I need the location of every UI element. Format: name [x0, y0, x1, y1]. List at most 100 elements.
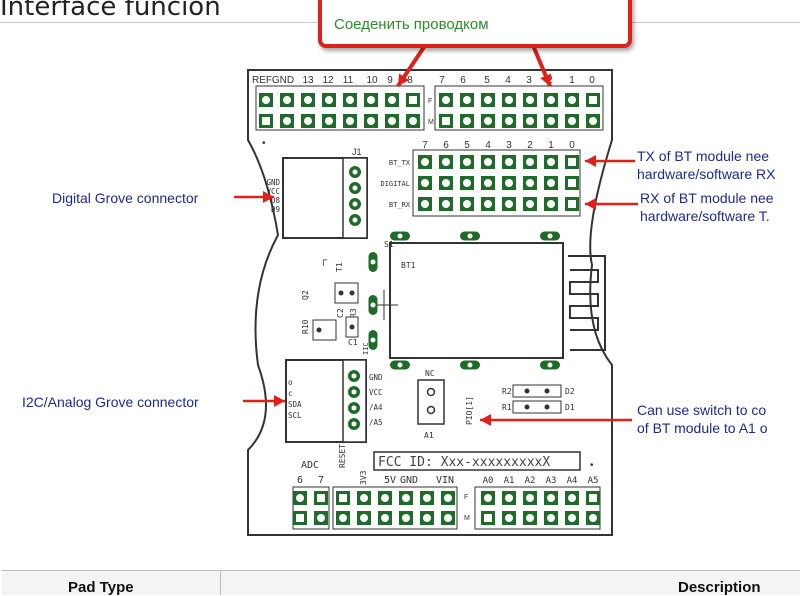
label-group: REFGND131211109876543210FM76543210BT_TXD… — [22, 75, 776, 522]
i2c-pin-label: /A5 — [369, 418, 383, 427]
pin-hole — [484, 494, 492, 502]
oval-pad-hole — [370, 337, 376, 343]
pin-hole — [283, 96, 291, 104]
mid-header-number: 6 — [443, 140, 449, 151]
s1-label: S1 — [384, 240, 394, 249]
pin-hole — [444, 494, 452, 502]
component-pad — [524, 388, 530, 394]
j1-pin-hole — [352, 217, 358, 223]
pin-hole — [381, 494, 389, 502]
page-title: Interface funcion — [0, 0, 221, 22]
top-header-label: 13 — [302, 75, 314, 86]
bt-module-box — [389, 242, 564, 359]
pin-hole — [317, 514, 325, 522]
pin-hole — [402, 494, 410, 502]
switch-note-line2: of BT module to A1 o — [637, 420, 768, 436]
oval-pad-hole — [370, 302, 376, 308]
r2-label: R2 — [502, 387, 512, 396]
pin-hole — [423, 494, 431, 502]
pin-hole — [526, 494, 534, 502]
pin-hole — [442, 200, 450, 208]
component-pad — [338, 290, 344, 296]
digital-grove-arrow-head — [263, 191, 274, 203]
pin-hole — [367, 117, 375, 125]
fm-label: F — [428, 98, 432, 105]
pin-hole — [367, 96, 375, 104]
top-header-right — [434, 85, 604, 131]
analog-pin-label: A5 — [588, 476, 599, 486]
pin-hole-square — [484, 514, 492, 522]
fcc-box — [373, 451, 581, 471]
j1-pin-label: VCC — [266, 187, 280, 196]
pin-hole-square — [339, 494, 347, 502]
pin-hole — [589, 514, 597, 522]
mid-header-number: 0 — [569, 140, 575, 151]
r1-resistor — [512, 400, 562, 414]
top-header-label: REF — [252, 75, 272, 86]
i2c-pin-hole — [351, 373, 357, 379]
top-header-label: 12 — [322, 75, 334, 86]
pin-hole — [442, 158, 450, 166]
mid-header-number: 4 — [485, 140, 491, 151]
top-header-left — [255, 85, 425, 131]
pin-hole — [402, 514, 410, 522]
dot-mark: • — [590, 460, 594, 471]
pin-hole — [484, 158, 492, 166]
r3-box — [334, 282, 359, 304]
pin-hole — [325, 96, 333, 104]
pin-hole-square — [589, 96, 597, 104]
top-header-label: 9 — [387, 75, 393, 86]
component-pad — [349, 290, 355, 296]
component-pad — [524, 404, 530, 410]
pin-hole — [505, 96, 513, 104]
top-header-label: 7 — [439, 75, 445, 86]
rx-note-line2: hardware/software T. — [640, 208, 770, 224]
i2c-side-label: SDA — [288, 400, 302, 409]
corner-mark: ┌ — [320, 255, 328, 266]
arrow-group — [234, 36, 638, 426]
oval-pad-hole — [397, 233, 403, 239]
c1-label: C1 — [348, 338, 358, 347]
pin-hole — [589, 117, 597, 125]
pin-hole-square — [296, 514, 304, 522]
j1-pin-label: D8 — [271, 196, 281, 205]
top-header-label: 3 — [526, 75, 532, 86]
pin-hole — [346, 117, 354, 125]
i2c-grove-arrow-head — [274, 395, 285, 407]
pin-hole — [325, 117, 333, 125]
top-header-label: GND — [272, 75, 294, 86]
dot-mark: • — [262, 138, 266, 149]
j1-label: J1 — [352, 147, 362, 157]
tx-note-line1: TX of BT module nee — [637, 148, 769, 164]
i2c-pin-label: /A4 — [369, 403, 383, 412]
top-header-label: 4 — [505, 75, 511, 86]
pin-hole — [568, 117, 576, 125]
pin-hole — [463, 117, 471, 125]
pin-hole — [423, 514, 431, 522]
top-header-label: 6 — [460, 75, 466, 86]
mid-header-number: 1 — [548, 140, 554, 151]
pin-hole — [381, 514, 389, 522]
j1-pin-hole — [352, 169, 358, 175]
pin-hole — [526, 200, 534, 208]
pin-hole-square — [568, 158, 576, 166]
bt1-label: BT1 — [401, 261, 416, 270]
pin-hole — [505, 200, 513, 208]
callout-arrow-left-head — [398, 73, 410, 86]
top-header-label: 11 — [343, 75, 354, 86]
pin-hole — [484, 117, 492, 125]
top-header-label: 10 — [366, 75, 378, 86]
pin-hole — [505, 179, 513, 187]
pin-hole — [505, 514, 513, 522]
pin-hole — [346, 96, 354, 104]
a1-jumper-pad — [426, 405, 436, 415]
analog-pin-label: A1 — [504, 476, 515, 486]
pin-hole — [568, 514, 576, 522]
i2c-grove-label: I2C/Analog Grove connector — [22, 394, 199, 410]
oval-pad-hole — [467, 362, 473, 368]
pin-hole-square — [442, 117, 450, 125]
reset-label: RESET — [338, 444, 347, 468]
pin-hole — [421, 158, 429, 166]
callout-arrow-right-head — [540, 73, 552, 86]
